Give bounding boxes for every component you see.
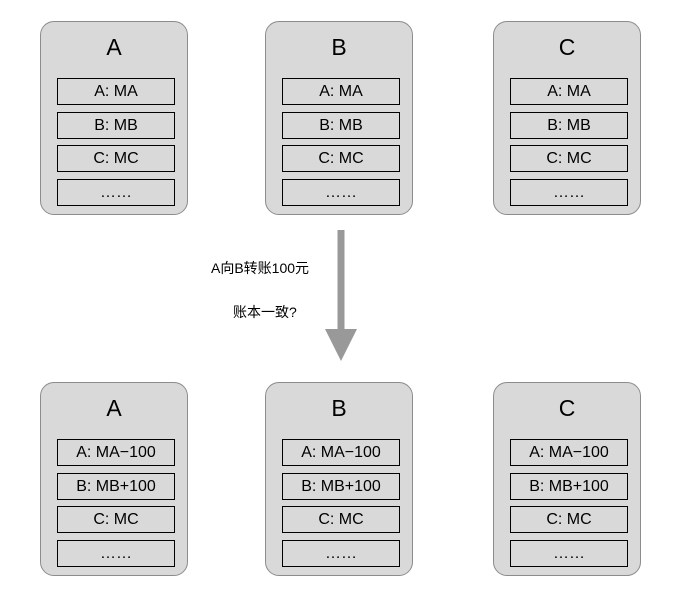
ledger-node-after-a: A A: MA−100 B: MB+100 C: MC …… — [40, 382, 188, 576]
ledger-entry: B: MB+100 — [282, 473, 400, 500]
ledger-entry: A: MA — [57, 78, 175, 105]
node-title: C — [558, 34, 576, 60]
node-title: B — [331, 395, 347, 421]
ledger-entry: C: MC — [282, 145, 400, 172]
ledger-entry: …… — [510, 540, 628, 567]
node-title: A — [106, 395, 122, 421]
ledger-entry: C: MC — [57, 506, 175, 533]
ledger-entry: B: MB — [57, 112, 175, 139]
transfer-caption: A向B转账100元 — [211, 260, 310, 276]
node-title: A — [106, 34, 122, 60]
ledger-entry: A: MA−100 — [282, 439, 400, 466]
ledger-entry: A: MA−100 — [510, 439, 628, 466]
ledger-entry: C: MC — [57, 145, 175, 172]
node-title: B — [331, 34, 347, 60]
transfer-arrow-icon — [325, 230, 357, 361]
ledger-entry: A: MA−100 — [57, 439, 175, 466]
ledger-entry: …… — [57, 179, 175, 206]
ledger-entry: C: MC — [510, 506, 628, 533]
ledger-entry: C: MC — [282, 506, 400, 533]
ledger-entry: A: MA — [282, 78, 400, 105]
ledger-node-before-b: B A: MA B: MB C: MC …… — [265, 21, 413, 215]
ledger-entry: C: MC — [510, 145, 628, 172]
ledger-node-after-c: C A: MA−100 B: MB+100 C: MC …… — [493, 382, 641, 576]
ledger-entry: B: MB — [510, 112, 628, 139]
ledger-entry: …… — [57, 540, 175, 567]
ledger-node-before-c: C A: MA B: MB C: MC …… — [493, 21, 641, 215]
consistency-question: 账本一致? — [233, 304, 297, 320]
ledger-node-before-a: A A: MA B: MB C: MC …… — [40, 21, 188, 215]
ledger-entry: B: MB+100 — [57, 473, 175, 500]
ledger-entry: B: MB — [282, 112, 400, 139]
ledger-entry: B: MB+100 — [510, 473, 628, 500]
ledger-node-after-b: B A: MA−100 B: MB+100 C: MC …… — [265, 382, 413, 576]
ledger-entry: …… — [282, 179, 400, 206]
node-title: C — [558, 395, 576, 421]
ledger-entry: …… — [510, 179, 628, 206]
ledger-entry: …… — [282, 540, 400, 567]
ledger-entry: A: MA — [510, 78, 628, 105]
